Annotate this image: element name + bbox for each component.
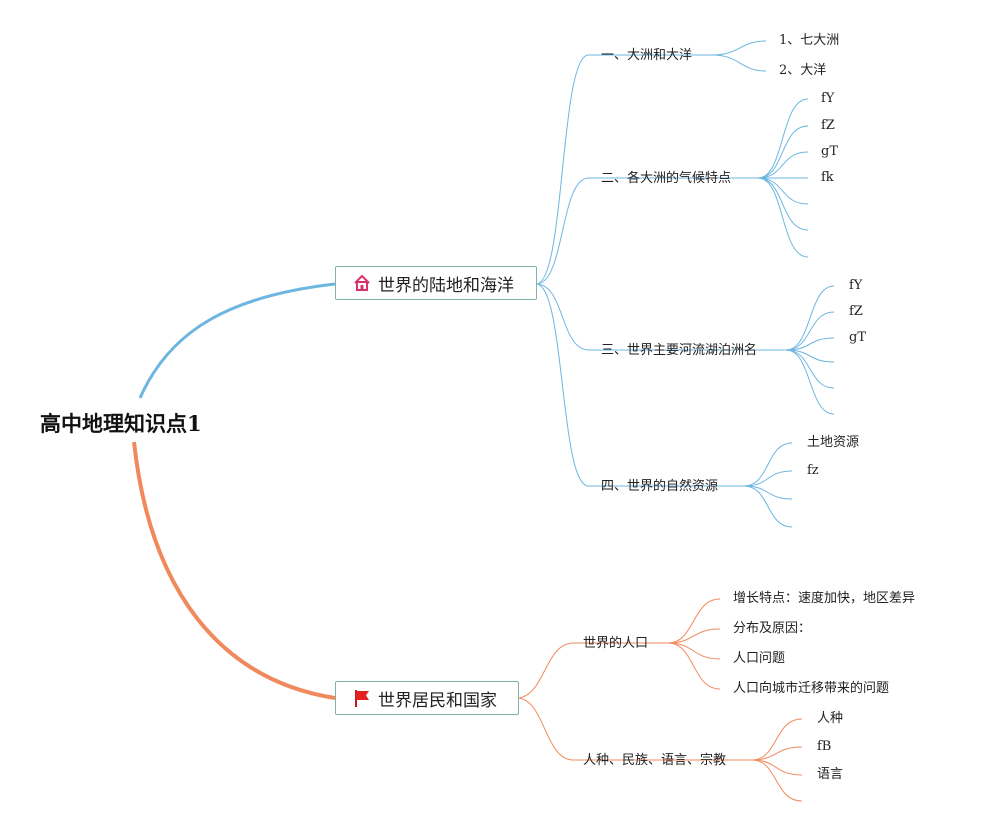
topic-label: 世界的陆地和海洋 bbox=[378, 275, 514, 296]
leaf-topic[interactable]: 1、七大洲 bbox=[779, 33, 840, 48]
subtopic-natural-resources[interactable]: 四、世界的自然资源 bbox=[601, 479, 719, 494]
land-leaf-links bbox=[711, 40, 835, 528]
red-flag-icon bbox=[355, 690, 369, 707]
subtopic-climate[interactable]: 二、各大洲的气候特点 bbox=[601, 171, 732, 186]
leaf-topic[interactable]: fB bbox=[817, 739, 832, 754]
people-subtopic-links bbox=[518, 642, 752, 761]
leaf-topic[interactable]: 增长特点：速度加快，地区差异 bbox=[733, 591, 916, 606]
subtopic-continents-oceans[interactable]: 一、大洲和大洋 bbox=[601, 48, 693, 63]
root-topic[interactable]: 高中地理知识点1 bbox=[40, 411, 202, 436]
land-subtopic-links bbox=[536, 54, 589, 487]
leaf-topic[interactable]: 2、大洋 bbox=[779, 63, 827, 78]
leaf-topic[interactable]: fY bbox=[821, 91, 835, 106]
leaf-topic[interactable]: 分布及原因： bbox=[733, 621, 812, 636]
leaf-topic[interactable]: fZ bbox=[849, 304, 863, 319]
leaf-topic[interactable]: 人口问题 bbox=[733, 651, 786, 666]
subtopic-rivers-lakes[interactable]: 三、世界主要河流湖泊洲名 bbox=[601, 343, 758, 358]
topic-label: 世界居民和国家 bbox=[378, 690, 497, 711]
leaf-topic[interactable]: gT bbox=[849, 330, 866, 345]
leaf-topic[interactable]: fZ bbox=[821, 118, 835, 133]
leaf-topic[interactable]: fz bbox=[807, 463, 819, 478]
leaf-topic[interactable]: 人种 bbox=[817, 711, 844, 726]
subtopic-race-ethnicity-language-religion[interactable]: 人种、民族、语言、宗教 bbox=[583, 753, 727, 768]
leaf-topic[interactable]: 土地资源 bbox=[807, 435, 860, 450]
house-icon bbox=[354, 275, 370, 291]
leaf-topic[interactable]: fk bbox=[821, 170, 834, 185]
topic-population-and-countries[interactable]: 世界居民和国家 bbox=[335, 681, 519, 715]
subtopic-world-population[interactable]: 世界的人口 bbox=[583, 636, 649, 651]
root-link-people bbox=[132, 441, 336, 700]
leaf-topic[interactable]: 语言 bbox=[817, 767, 844, 782]
root-link-land bbox=[138, 282, 336, 399]
topic-land-and-ocean[interactable]: 世界的陆地和海洋 bbox=[335, 266, 537, 300]
leaf-topic[interactable]: fY bbox=[849, 278, 863, 293]
leaf-topic[interactable]: gT bbox=[821, 144, 838, 159]
leaf-topic[interactable]: 人口向城市迁移带来的问题 bbox=[733, 681, 890, 696]
people-leaf-links bbox=[667, 598, 803, 802]
